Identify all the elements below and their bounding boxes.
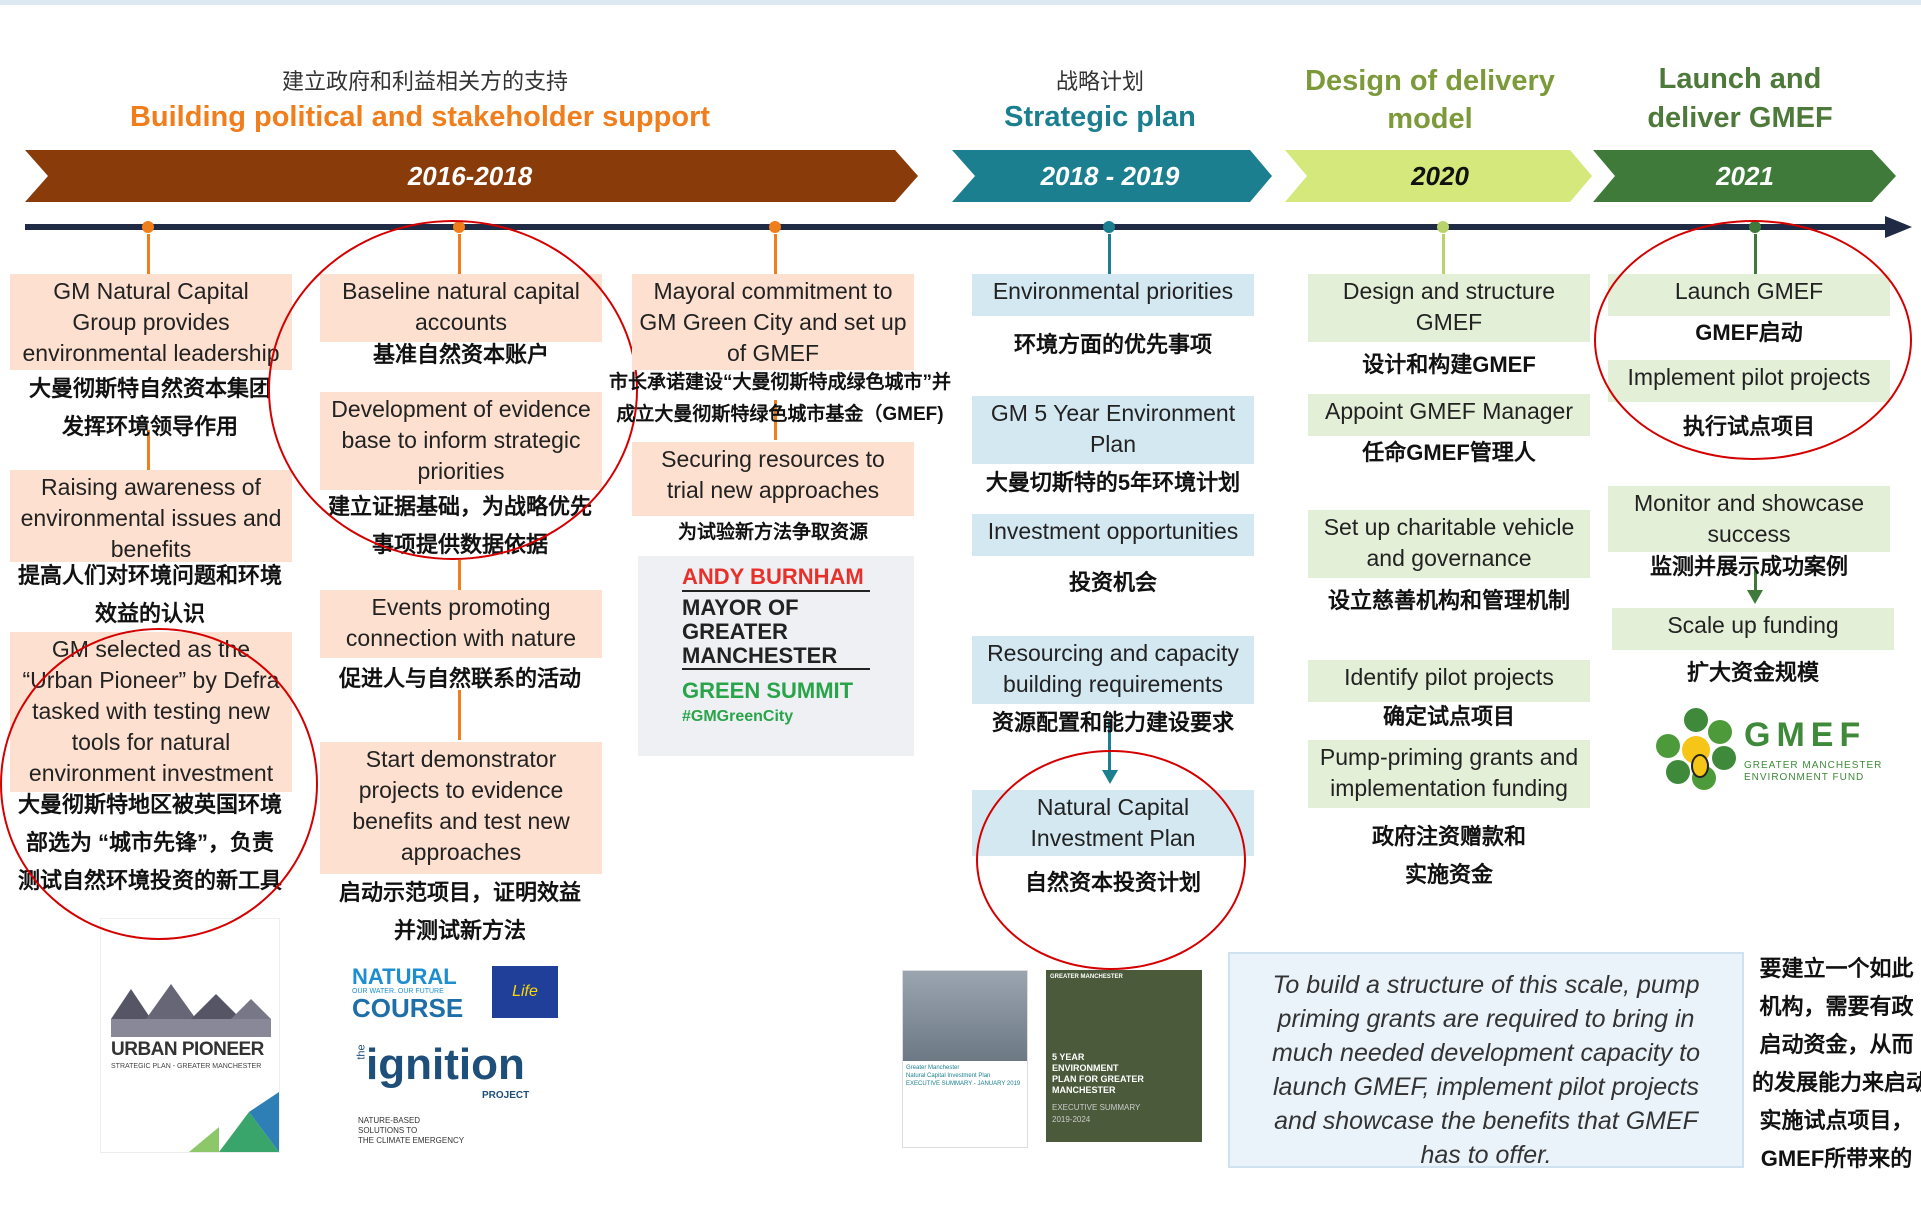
urban-pioneer-document: URBAN PIONEER STRATEGIC PLAN - GREATER M… [100,918,280,1153]
connector [1754,570,1757,600]
gm-5-year-plan-cn: 大曼切斯特的5年环境计划 [985,470,1241,495]
monitor-showcase-cn: 监测并展示成功案例 [1649,554,1848,579]
connector [774,400,777,440]
raising-awareness-cn: 提高人们对环境问题和环境效益的认识 [17,563,282,626]
resourcing-capacity-cn: 资源配置和能力建设要求 [991,710,1234,735]
appoint-manager-box: Appoint GMEF Manager [1308,394,1590,436]
phase2-en-title: Strategic plan [1004,101,1196,133]
scale-up-funding-cn: 扩大资金规模 [1686,660,1819,685]
scale-up-funding-box: Scale up funding [1612,608,1894,650]
triangle-pattern-icon [189,1092,279,1152]
banner-2016-2018 [25,150,918,202]
banner-2021 [1593,150,1896,202]
highlight-circle [0,628,318,940]
banner-2020 [1285,150,1592,202]
mayoral-commitment-cn: 市长承诺建设“大曼彻斯特成绿色城市”并成立大曼彻斯特绿色城市基金（GMEF) [608,372,951,425]
phase-banners [25,150,1896,202]
design-structure-cn: 设计和构建GMEF [1362,352,1536,377]
connector [147,430,150,470]
city-skyline-icon [111,984,271,1037]
timeline-arrow [25,216,1912,238]
phase2-cn-title: 战略计划 [1055,69,1144,94]
gm-natural-capital-cn: 大曼彻斯特自然资本集团发挥环境领导作用 [28,376,271,439]
appoint-manager-cn: 任命GMEF管理人 [1362,440,1536,465]
identify-pilot-projects-box: Identify pilot projects [1308,660,1590,702]
connector [1442,234,1445,274]
top-accent-line [0,0,1921,5]
connector [147,234,150,274]
connector [1108,234,1111,274]
highlight-circle [1594,220,1912,460]
identify-pilot-projects-cn: 确定试点项目 [1382,704,1515,729]
phase3-en-title-line1: Design of delivery [1305,65,1555,97]
phase4-en-title-line1: Launch and [1658,63,1822,95]
connector [458,560,461,590]
arrow-down-icon [1747,590,1763,604]
banner-label-2020: 2020 [1411,161,1469,191]
events-promoting-cn: 促进人与自然联系的活动 [338,666,581,691]
environmental-priorities-cn: 环境方面的优先事项 [1013,332,1212,357]
explanatory-note-cn: 要建立一个如此机构，需要有政启动资金，从而 的发展能力来启动实施试点项目，GME… [1752,956,1921,1171]
environmental-priorities-box: Environmental priorities [972,274,1254,316]
green-summit-poster: ANDY BURNHAM MAYOR OF GREATER MANCHESTER… [638,556,914,756]
investment-opportunities-box: Investment opportunities [972,514,1254,556]
highlight-circle [268,220,638,560]
investment-opportunities-cn: 投资机会 [1068,570,1157,595]
phase1-cn-title: 建立政府和利益相关方的支持 [281,69,568,94]
flower-bee-icon [1656,708,1736,790]
phase1-en-title: Building political and stakeholder suppo… [129,101,711,133]
phase4-en-title-line2: deliver GMEF [1647,102,1833,134]
connector [774,234,777,274]
pump-priming-cn: 政府注资赠款和实施资金 [1371,824,1526,887]
highlight-circle [976,750,1246,970]
phase3-en-title-line2: model [1387,103,1473,135]
eu-life-logo: Life [492,966,558,1018]
securing-resources-cn: 为试验新方法争取资源 [677,522,868,543]
charitable-vehicle-cn: 设立慈善机构和管理机制 [1327,588,1570,613]
banner-label-2021: 2021 [1716,161,1774,191]
banner-label-2016-2018: 2016-2018 [407,161,533,191]
explanatory-note: To build a structure of this scale, pump… [1228,952,1744,1169]
banner-2018-2019 [952,150,1272,202]
connector [458,690,461,740]
demonstrator-projects-cn: 启动示范项目，证明效益并测试新方法 [338,880,581,943]
natural-course-logo: NATURAL OUR WATER. OUR FUTURE COURSE Lif… [352,966,562,1026]
banner-label-2018-2019: 2018 - 2019 [1040,161,1180,191]
